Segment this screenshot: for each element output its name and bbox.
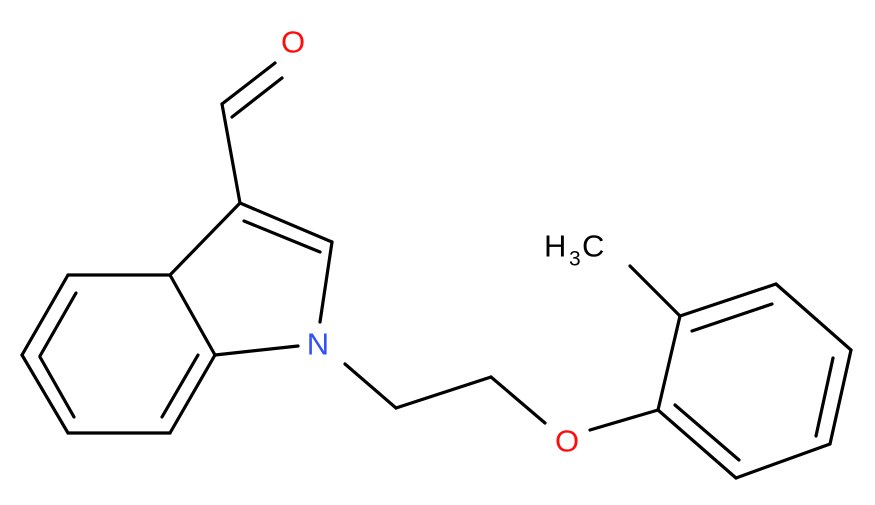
pyrrole-bond-c7a-n bbox=[213, 344, 300, 357]
benzo-bond-6-inner bbox=[38, 355, 76, 419]
methyl-h-label: H bbox=[544, 229, 566, 264]
tolyl-bond-4 bbox=[828, 348, 853, 446]
tolyl-bond-3 bbox=[774, 282, 853, 352]
methyl-group-label: H 3 C bbox=[544, 229, 604, 271]
benzo-bond-4-inner bbox=[160, 353, 200, 419]
linker-bond-n-c bbox=[343, 362, 398, 410]
tolyl-bond-4-inner bbox=[814, 356, 835, 438]
methyl-subscript-label: 3 bbox=[569, 248, 581, 271]
aldehyde-bond-co-2 bbox=[230, 76, 284, 119]
tolyl-bond-1 bbox=[656, 314, 682, 412]
pyrrole-bond-c3a-c3 bbox=[168, 201, 242, 277]
pyrrole-bond-c3-c2 bbox=[238, 201, 334, 244]
ether-oxygen-label: O bbox=[555, 424, 579, 459]
bond-layer bbox=[20, 61, 853, 480]
pyrrole-bond-c2-n bbox=[318, 240, 334, 324]
methyl-c-label: C bbox=[582, 229, 604, 264]
tolyl-bond-6-inner bbox=[673, 403, 741, 462]
aldehyde-bond-co-1 bbox=[220, 61, 277, 106]
aldehyde-bond-c3-c bbox=[220, 102, 242, 205]
ether-bond-o-c bbox=[588, 408, 660, 432]
benzo-bond-1-inner bbox=[38, 291, 78, 358]
methyl-bond bbox=[628, 264, 682, 318]
aldehyde-oxygen-label: O bbox=[281, 25, 305, 60]
tolyl-bond-2-inner bbox=[690, 302, 774, 333]
benzo-bond-6 bbox=[20, 353, 70, 435]
benzo-bond-1 bbox=[20, 273, 70, 357]
tolyl-bond-5 bbox=[734, 442, 832, 480]
tolyl-bond-6 bbox=[656, 408, 738, 480]
pyrrole-bond-c3-c2-inner bbox=[242, 219, 322, 254]
linker-bond-c-c bbox=[394, 375, 493, 410]
linker-bond-c-o bbox=[489, 375, 547, 425]
benzo-bond-4 bbox=[168, 353, 217, 435]
tolyl-bond-2 bbox=[678, 282, 778, 318]
indole-nitrogen-label: N bbox=[307, 327, 329, 362]
benzo-bond-3 bbox=[168, 273, 217, 357]
